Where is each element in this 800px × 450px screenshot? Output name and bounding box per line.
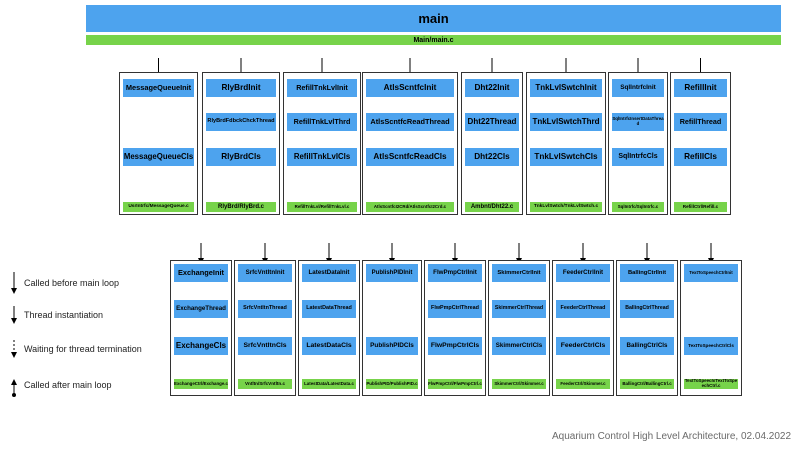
module-17 (680, 260, 742, 396)
module-16 (616, 260, 678, 396)
thread-box: RefillThread (674, 113, 727, 131)
file-box: FeederCtrl/Skimmer.c (556, 379, 610, 389)
close-box: MessageQueueCls (123, 148, 194, 166)
file-box: RefillTnkLvl/RefillTnkLvl.c (287, 202, 357, 212)
file-box: Vntltn/SrfcVntltn.c (238, 379, 292, 389)
file-box: TnkLvlSwtch/TnkLvlSwtch.c (530, 202, 602, 212)
thread-box: RlyBrdFdbckChckThread (206, 113, 276, 131)
init-box: RefillInit (674, 79, 727, 97)
init-box: ExchangeInit (174, 264, 228, 282)
legend-waiting-label: Waiting for thread termination (24, 344, 142, 354)
close-box: RlyBrdCls (206, 148, 276, 166)
module-14 (488, 260, 550, 396)
init-box: SkimmerCtrlInit (492, 264, 546, 282)
module-11 (298, 260, 360, 396)
legend-thread-label: Thread instantiation (24, 310, 104, 320)
close-box: LatestDataCls (302, 337, 356, 355)
file-box: Ambnt/Dht22.c (465, 202, 519, 212)
init-box: PublishPIDInit (366, 264, 418, 282)
init-box: FlwPmpCtrlInit (428, 264, 482, 282)
thread-box: ExchangeThread (174, 300, 228, 318)
legend-arrows (11, 272, 17, 397)
init-box: AtlsScntfcInit (366, 79, 454, 97)
close-box: Dht22Cls (465, 148, 519, 166)
close-box: SqlIntrfcCls (612, 148, 664, 166)
module-12 (362, 260, 422, 396)
module-15 (552, 260, 614, 396)
thread-box: SqlIntrfcInsertDataThread (612, 113, 664, 131)
thread-box: SkimmerCtrlThread (492, 300, 546, 318)
file-box: BallingCtrl/BallingCtrl.c (620, 379, 674, 389)
diagram-caption: Aquarium Control High Level Architecture… (552, 431, 792, 442)
close-box: FlwPmpCtrlCls (428, 337, 482, 355)
close-box: TnkLvlSwtchCls (530, 148, 602, 166)
close-box: FeederCtrlCls (556, 337, 610, 355)
legend-dot-after (12, 393, 16, 397)
file-box: FlwPmpCtrl/FlwPmpCtrl.c (428, 379, 482, 389)
init-box: RefillTnkLvlInit (287, 79, 357, 97)
init-box: MessageQueueInit (123, 79, 194, 97)
legend-after-label: Called after main loop (24, 380, 112, 390)
close-box: TextToSpeechCtrlCls (684, 337, 738, 355)
close-box: SkimmerCtrlCls (492, 337, 546, 355)
module-10 (234, 260, 296, 396)
module-9 (170, 260, 232, 396)
file-box: UsrIntrfc/MessageQueue.c (123, 202, 194, 212)
file-box: ExchangeCtrl/Exchange.c (174, 379, 228, 389)
init-box: FeederCtrlInit (556, 264, 610, 282)
file-box: LatestData/LatestData.c (302, 379, 356, 389)
init-box: TextToSpeechCtrlInit (684, 264, 738, 282)
main-file-label: Main/main.c (86, 35, 781, 45)
file-box: SqlIntrfc/SqlIntrfc.c (612, 202, 664, 212)
thread-box: Dht22Thread (465, 113, 519, 131)
thread-box: SrfcVntltnThread (238, 300, 292, 318)
close-box: BallingCtrlCls (620, 337, 674, 355)
module-13 (424, 260, 486, 396)
init-box: LatestDataInit (302, 264, 356, 282)
file-box: AtlsScntfcI2CRd/AtlsScntfcI2Crd.c (366, 202, 454, 212)
file-box: PublishPID/PublishPID.c (366, 379, 418, 389)
thread-box: FlwPmpCtrlThread (428, 300, 482, 318)
thread-box: BallingCtrlThread (620, 300, 674, 318)
close-box: RefillTnkLvlCls (287, 148, 357, 166)
file-box: RlyBrd/RlyBrd.c (206, 202, 276, 212)
init-box: Dht22Init (465, 79, 519, 97)
close-box: RefillCls (674, 148, 727, 166)
init-box: BallingCtrlInit (620, 264, 674, 282)
thread-box: FeederCtrlThread (556, 300, 610, 318)
close-box: SrfcVntltnCls (238, 337, 292, 355)
close-box: ExchangeCls (174, 337, 228, 355)
file-box: SkimmerCtrl/Skimmer.c (492, 379, 546, 389)
init-box: RlyBrdInit (206, 79, 276, 97)
thread-box: RefillTnkLvlThrd (287, 113, 357, 131)
file-box: TextToSpeech/TextToSpeechCtrl.c (684, 379, 738, 389)
thread-box: TnkLvlSwtchThrd (530, 113, 602, 131)
legend-before-label: Called before main loop (24, 278, 120, 288)
thread-box: AtlsScntfcReadThread (366, 113, 454, 131)
close-box: PublishPIDCls (366, 337, 418, 355)
file-box: RefillCtrl/Refill.c (674, 202, 727, 212)
main-box: main (86, 5, 781, 32)
init-box: TnkLvlSwtchInit (530, 79, 602, 97)
init-box: SqlIntrfcInit (612, 79, 664, 97)
thread-box: LatestDataThread (302, 300, 356, 318)
close-box: AtlsScntfcReadCls (366, 148, 454, 166)
init-box: SrfcVntltnInit (238, 264, 292, 282)
